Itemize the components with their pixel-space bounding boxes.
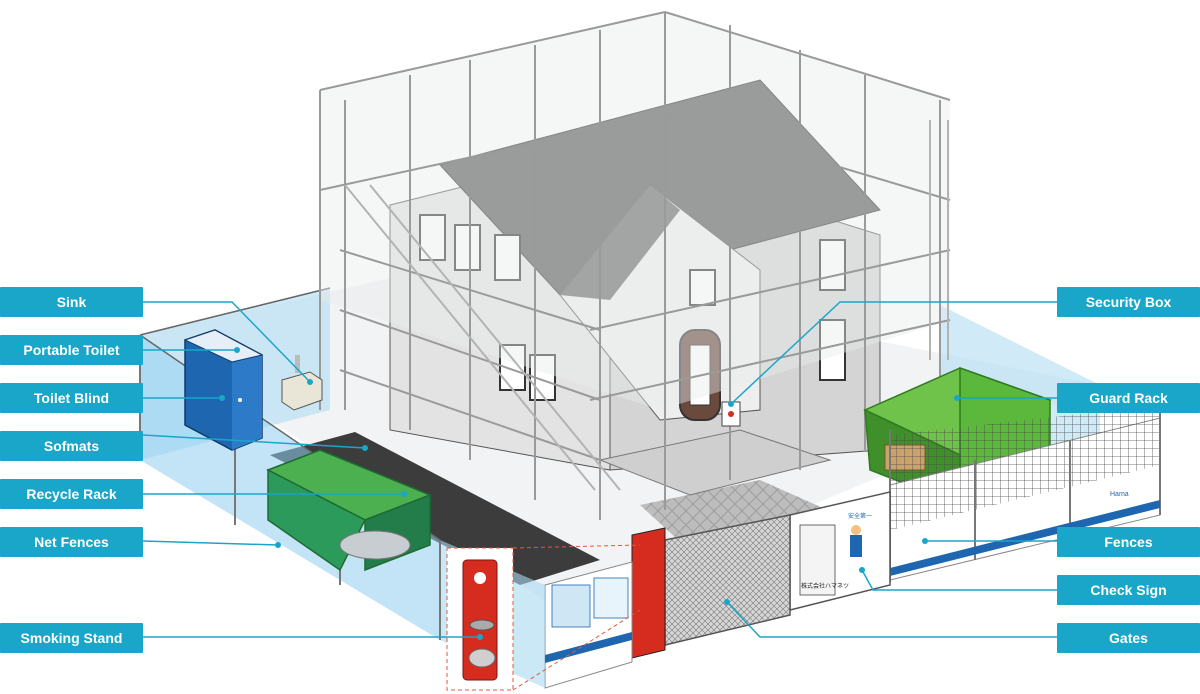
security-box: [721, 401, 741, 427]
label-toilet-blind: Toilet Blind: [0, 383, 143, 413]
sliding-gates: [664, 514, 791, 646]
label-net-fences: Net Fences: [0, 527, 143, 557]
label-gates: Gates: [1057, 623, 1200, 653]
scaffolding: [319, 11, 951, 520]
red-gate-pillar: [631, 527, 666, 659]
fence-brand-text: Hama: [1110, 491, 1129, 498]
sign-safety-text: 安全第一: [848, 512, 872, 520]
label-check-sign: Check Sign: [1057, 575, 1200, 605]
leader-dots: [219, 347, 960, 640]
label-guard-rack: Guard Rack: [1057, 383, 1200, 413]
label-recycle-rack: Recycle Rack: [0, 479, 143, 509]
portable-toilet: [183, 329, 264, 451]
leader-lines: [142, 301, 1057, 638]
no-smoking-sign-icon: [474, 572, 486, 584]
recycle-rack: [266, 449, 433, 572]
house-building: [389, 79, 881, 496]
label-smoking-stand: Smoking Stand: [0, 623, 143, 653]
sign-company-text: 株式会社ハマネツ: [801, 582, 849, 590]
label-portable-toilet: Portable Toilet: [0, 335, 143, 365]
label-fences: Fences: [1057, 527, 1200, 557]
label-security-box: Security Box: [1057, 287, 1200, 317]
label-sink: Sink: [0, 287, 143, 317]
right-mesh-fence: Hama: [889, 405, 1161, 582]
smoking-stand-inset: [446, 544, 641, 691]
worker-figure-icon: [851, 525, 861, 535]
label-sofmats: Sofmats: [0, 431, 143, 461]
